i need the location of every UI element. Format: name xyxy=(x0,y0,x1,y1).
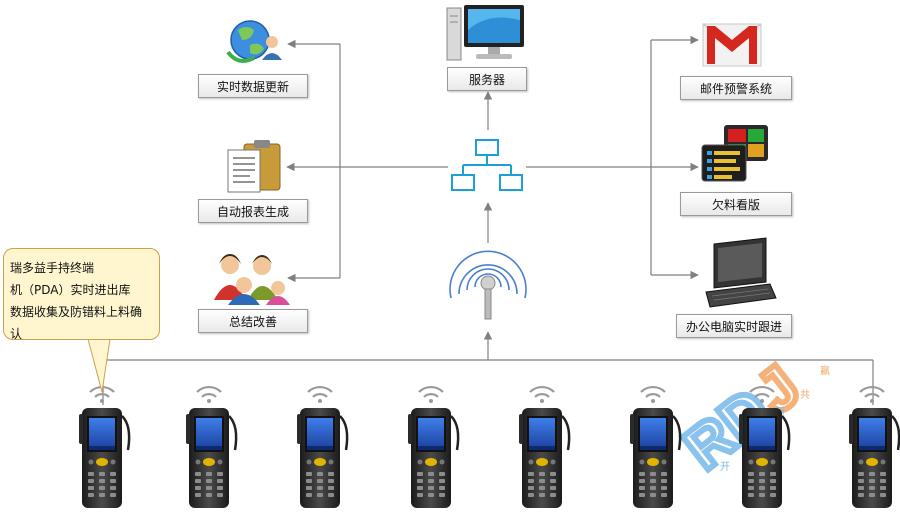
svg-text:共: 共 xyxy=(800,389,810,401)
dashboard-board-icon xyxy=(701,125,768,182)
realtime-update-label: 实时数据更新 xyxy=(198,74,308,98)
pda-device-1 xyxy=(77,385,131,510)
pda-device-4 xyxy=(406,385,460,510)
callout-pointer xyxy=(87,338,111,393)
laptop-icon xyxy=(705,237,777,308)
globe-users-icon xyxy=(226,20,282,63)
callout-line-3: 数据收集及防错料上料确 xyxy=(10,305,143,319)
summary-label: 总结改善 xyxy=(198,309,308,333)
callout-line-1: 瑞多益手持终端 xyxy=(10,261,95,275)
callout-line-4: 认 xyxy=(10,327,23,341)
pda-device-6 xyxy=(628,385,682,510)
connector-lines xyxy=(102,35,874,405)
clipboard-report-icon xyxy=(227,140,281,193)
pda-device-5 xyxy=(517,385,571,510)
wifi-antenna-icon xyxy=(449,250,527,320)
shortage-board-label: 欠料看版 xyxy=(680,192,792,216)
pda-device-3 xyxy=(295,385,349,510)
server-computer-icon xyxy=(446,5,524,61)
email-icon xyxy=(702,23,762,67)
office-pc-label: 办公电脑实时跟进 xyxy=(676,314,792,338)
svg-text:赢: 赢 xyxy=(820,364,830,377)
auto-report-label: 自动报表生成 xyxy=(198,199,308,223)
pda-device-2 xyxy=(184,385,238,510)
network-topology-icon xyxy=(451,139,523,191)
meeting-people-icon xyxy=(214,254,290,305)
email-alert-label: 邮件预警系统 xyxy=(680,76,792,100)
pda-device-8 xyxy=(847,385,900,510)
callout-line-2: 机（PDA）实时进出库 xyxy=(10,283,131,297)
pda-description-callout: 瑞多益手持终端 机（PDA）实时进出库 数据收集及防错料上料确 认 xyxy=(3,248,160,341)
server-label: 服务器 xyxy=(447,67,527,91)
svg-text:开: 开 xyxy=(720,462,730,473)
